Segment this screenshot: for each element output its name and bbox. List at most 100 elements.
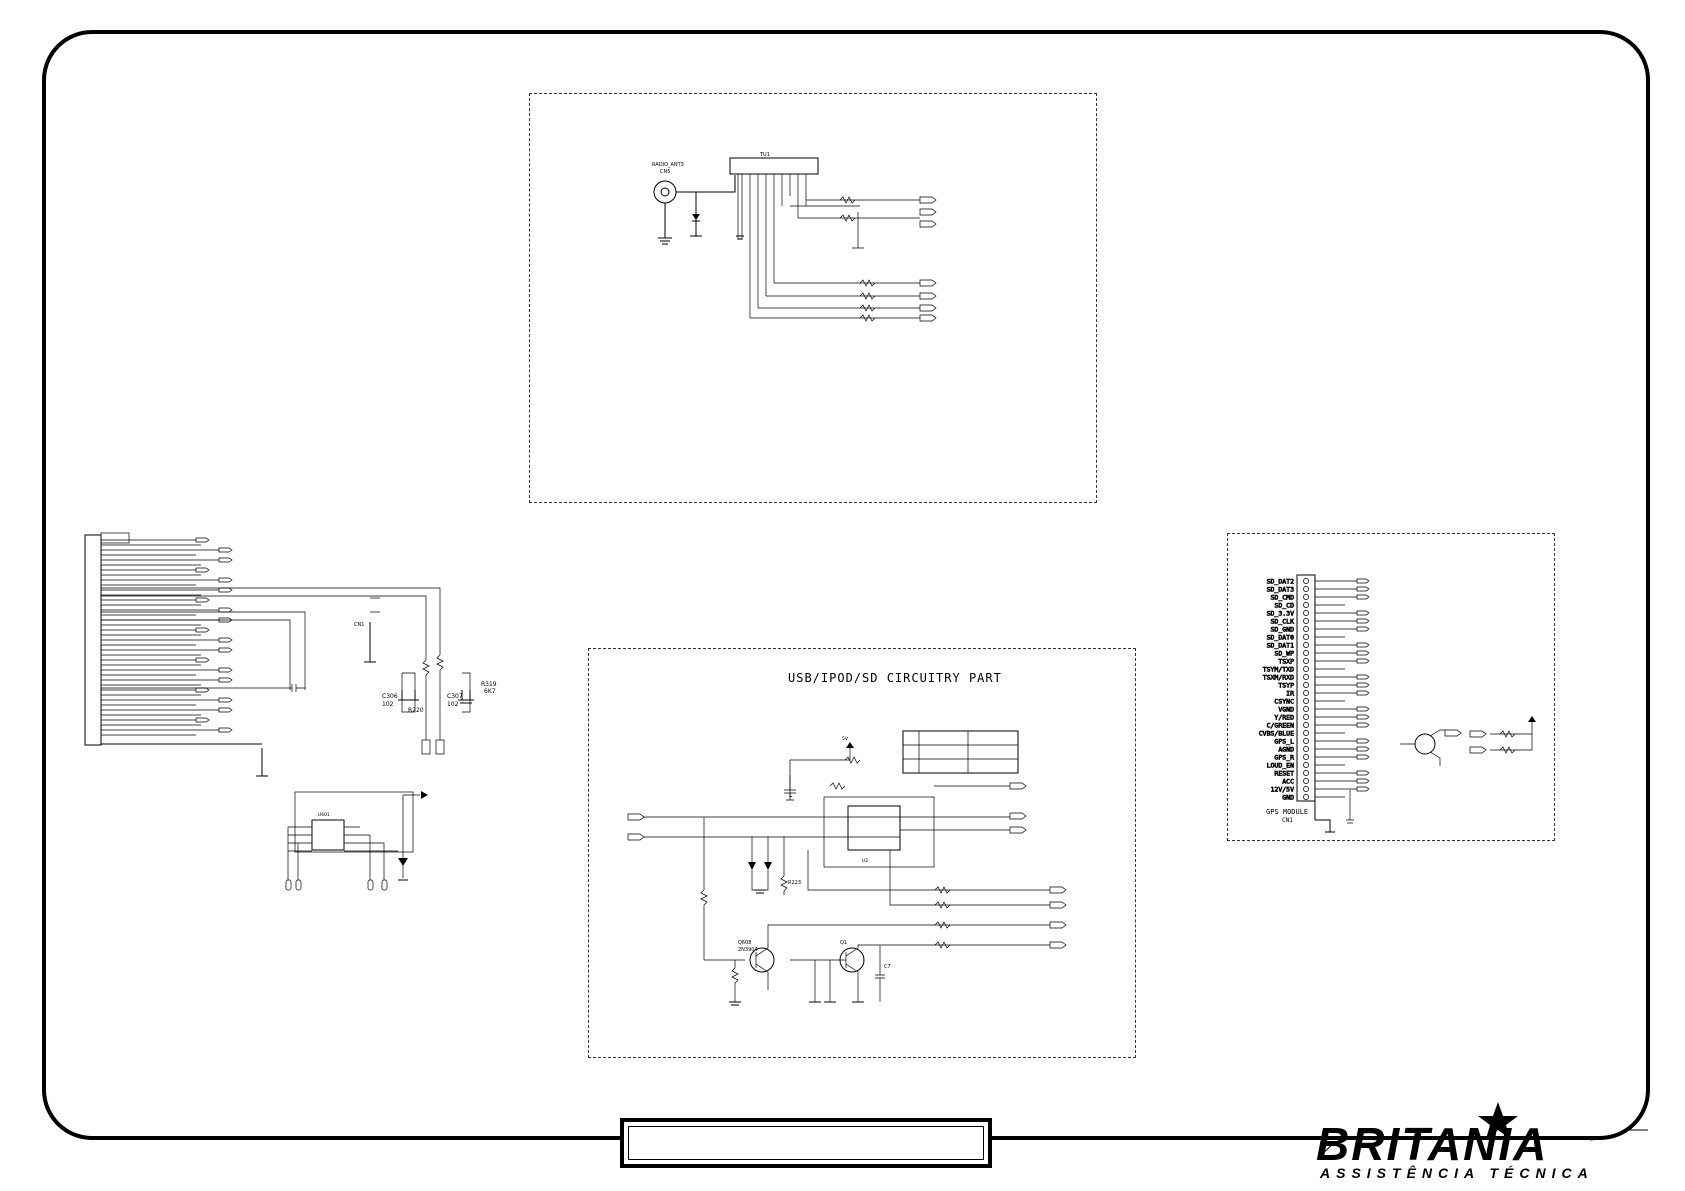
svg-text:Q1: Q1 [840,940,847,946]
tuner-module [729,157,819,175]
regulator-ic: U601 [285,791,428,891]
usb-section-box [588,648,1136,1058]
connector-net-flag [218,667,233,673]
gps-net-flag [1356,770,1370,776]
usb-circuit: U2 5V R223 Q608 2N3904 [627,736,1067,1006]
antenna-label: RADIO_ANT3 [652,162,684,168]
gps-pin [1303,746,1309,752]
gps-pin-label: SD_DAT1 [1267,642,1294,650]
connector-net-flag [218,647,233,653]
gps-pin [1303,626,1309,632]
svg-text:2N3904: 2N3904 [738,947,758,953]
gps-net-flag [1356,610,1370,616]
connector-net-flag [195,537,210,543]
gps-pin [1303,594,1309,600]
britania-logo: BRITANIA ASSISTÊNCIA TÉCNICA [1316,1102,1648,1181]
gps-pin [1303,730,1309,736]
gps-pin-label: TSYP [1278,682,1294,690]
brand-name: BRITANIA [1316,1118,1548,1170]
title-block [620,1118,992,1168]
gps-pin-label: GPS_R [1274,754,1294,762]
svg-text:Q608: Q608 [738,940,751,946]
brand-tagline: ASSISTÊNCIA TÉCNICA [1319,1164,1594,1181]
gps-pin-label: C/GREEN [1267,722,1294,730]
gps-net-flag [1356,714,1370,720]
cap-c307: C307 [447,693,463,700]
gps-net-flag [1356,706,1370,712]
gps-net-flag [1356,690,1370,696]
tuner-net-flags [919,196,937,322]
gps-section-box [1227,533,1555,841]
gps-pin-label: IR [1286,690,1294,698]
tuner-circuit: RADIO_ANT3 CN5 TU1 [652,152,937,322]
gps-pin-label: SD_DAT0 [1267,634,1294,642]
tuner-section-box [529,93,1097,503]
connector-net-flag [218,557,233,563]
gps-net-flag [1356,674,1370,680]
gps-connector-body [1296,574,1316,802]
gps-pin-label: RESET [1274,770,1294,778]
gps-net-flag [1356,746,1370,752]
gps-pin-label: CVBS/BLUE [1259,730,1294,738]
title-block-inner [628,1126,984,1160]
gps-pin [1303,666,1309,672]
usb-mode-table [902,730,1019,774]
gps-net-flag [1356,738,1370,744]
gps-pin-label: SD_DAT3 [1267,586,1294,594]
gps-pin [1303,690,1309,696]
gps-pin [1303,642,1309,648]
gps-pin-label: SD_WP [1274,650,1294,658]
cap-c306: C306 [382,693,398,700]
gps-pin-label: VGND [1278,706,1294,714]
gps-pin [1303,738,1309,744]
gps-pin-label: TSXM/RXD [1263,674,1294,682]
gps-pin [1303,682,1309,688]
gps-net-flag [1356,586,1370,592]
gps-pin-label: TSYM/TXD [1263,666,1294,674]
gps-net-flag [1356,786,1370,792]
gps-net-flag [1356,682,1370,688]
gps-pin [1303,698,1309,704]
antenna-connector-inner [660,187,670,197]
gps-pin [1303,778,1309,784]
svg-text:CN1: CN1 [354,622,364,628]
connector-net-flag [218,577,233,583]
gps-net-flag [1356,594,1370,600]
connector-net-flag [218,617,233,623]
gps-pin [1303,794,1309,800]
gps-net-flag [1356,578,1370,584]
gps-pin-label: GPS_L [1274,738,1294,746]
gps-pin [1303,650,1309,656]
gps-pin [1303,754,1309,760]
connector-net-flag [195,717,210,723]
gps-pin-label: Y/RED [1274,714,1294,722]
connector-body [84,534,102,746]
tuner-resistors [839,196,876,322]
gps-pin-label: LOUD_EN [1267,762,1294,770]
gps-module-label: GPS MODULE [1266,808,1308,816]
resistor-r319: R319 [481,681,497,688]
gps-pin [1303,762,1309,768]
gps-pin [1303,770,1309,776]
gps-pin-label: SD_3.3V [1267,610,1294,618]
gps-pin [1303,722,1309,728]
svg-text:102: 102 [382,701,394,708]
svg-text:TU1: TU1 [759,152,770,158]
gps-net-flag [1356,626,1370,632]
cap-c7: C7 [884,964,891,970]
connector-net-flag [195,567,210,573]
gps-net-flag [1356,618,1370,624]
connector-net-flag [195,657,210,663]
gps-pin [1303,634,1309,640]
gps-pin-label: AGND [1278,746,1294,754]
connector-net-flag [195,627,210,633]
gps-pin [1303,674,1309,680]
gps-pin-label: ACC [1282,778,1294,786]
connector-net-flag [218,547,233,553]
svg-text:102: 102 [447,701,459,708]
gps-pin-label: CSYNC [1274,698,1294,706]
logo-star-icon [1478,1102,1518,1139]
transistor-q608 [749,947,775,973]
gps-pin-label: TSXP [1278,658,1294,666]
